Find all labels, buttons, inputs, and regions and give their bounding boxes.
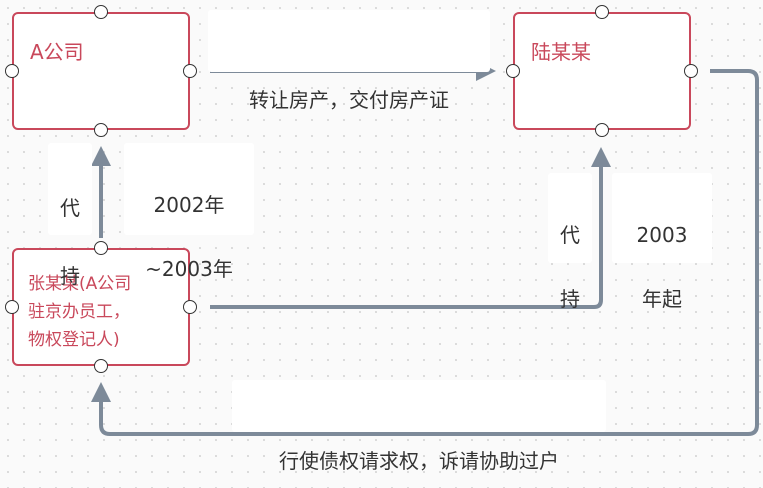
label-claim: 行使债权请求权，诉请协助过户 — [232, 380, 606, 473]
node-zhang-line-1: 张某某(A公司 — [28, 274, 132, 294]
node-zhang-line-3: 物权登记人) — [28, 330, 120, 350]
port-company-a-right[interactable] — [183, 64, 197, 78]
label-years-right-line-1: 2003 — [636, 223, 688, 247]
label-transfer: 转让房产，交付房产证 — [208, 10, 490, 112]
port-lu-left[interactable] — [506, 64, 520, 78]
label-proxy-right-char-2: 持 — [560, 287, 580, 311]
label-proxy-right-char-1: 代 — [560, 223, 580, 247]
label-years-left-line-2: ~2003年 — [145, 257, 233, 281]
label-years-left: 2002年 ~2003年 — [124, 143, 254, 281]
port-lu-bottom[interactable] — [595, 123, 609, 137]
label-years-left-line-1: 2002年 — [153, 193, 225, 217]
edge-proxy-right — [210, 147, 611, 309]
node-lu-label: 陆某某 — [531, 40, 591, 64]
label-years-right-line-2: 年起 — [642, 287, 682, 311]
label-claim-text: 行使债权请求权，诉请协助过户 — [279, 449, 559, 473]
port-company-a-left[interactable] — [5, 64, 19, 78]
node-zhang-label: 张某某(A公司 驻京办员工， 物权登记人) — [28, 270, 131, 354]
port-zhang-bottom[interactable] — [94, 359, 108, 373]
label-transfer-text: 转让房产，交付房产证 — [249, 88, 449, 112]
port-zhang-right[interactable] — [183, 300, 197, 314]
node-company-a-label: A公司 — [30, 40, 84, 64]
label-proxy-left: 代 持 — [48, 143, 92, 288]
node-zhang[interactable]: 张某某(A公司 驻京办员工， 物权登记人) — [12, 248, 190, 366]
port-zhang-top[interactable] — [94, 241, 108, 255]
node-lu[interactable]: 陆某某 — [513, 12, 691, 130]
label-proxy-left-char-1: 代 — [60, 196, 80, 220]
port-lu-right[interactable] — [684, 64, 698, 78]
label-proxy-right: 代 持 — [548, 173, 592, 311]
port-zhang-left[interactable] — [5, 300, 19, 314]
node-company-a[interactable]: A公司 — [12, 12, 190, 130]
port-company-a-bottom[interactable] — [94, 123, 108, 137]
label-proxy-left-char-2: 持 — [60, 264, 80, 288]
label-years-right: 2003 年起 — [612, 173, 712, 311]
port-lu-top[interactable] — [595, 5, 609, 19]
edge-claim — [91, 69, 759, 436]
port-company-a-top[interactable] — [94, 5, 108, 19]
node-zhang-line-2: 驻京办员工， — [28, 302, 130, 322]
